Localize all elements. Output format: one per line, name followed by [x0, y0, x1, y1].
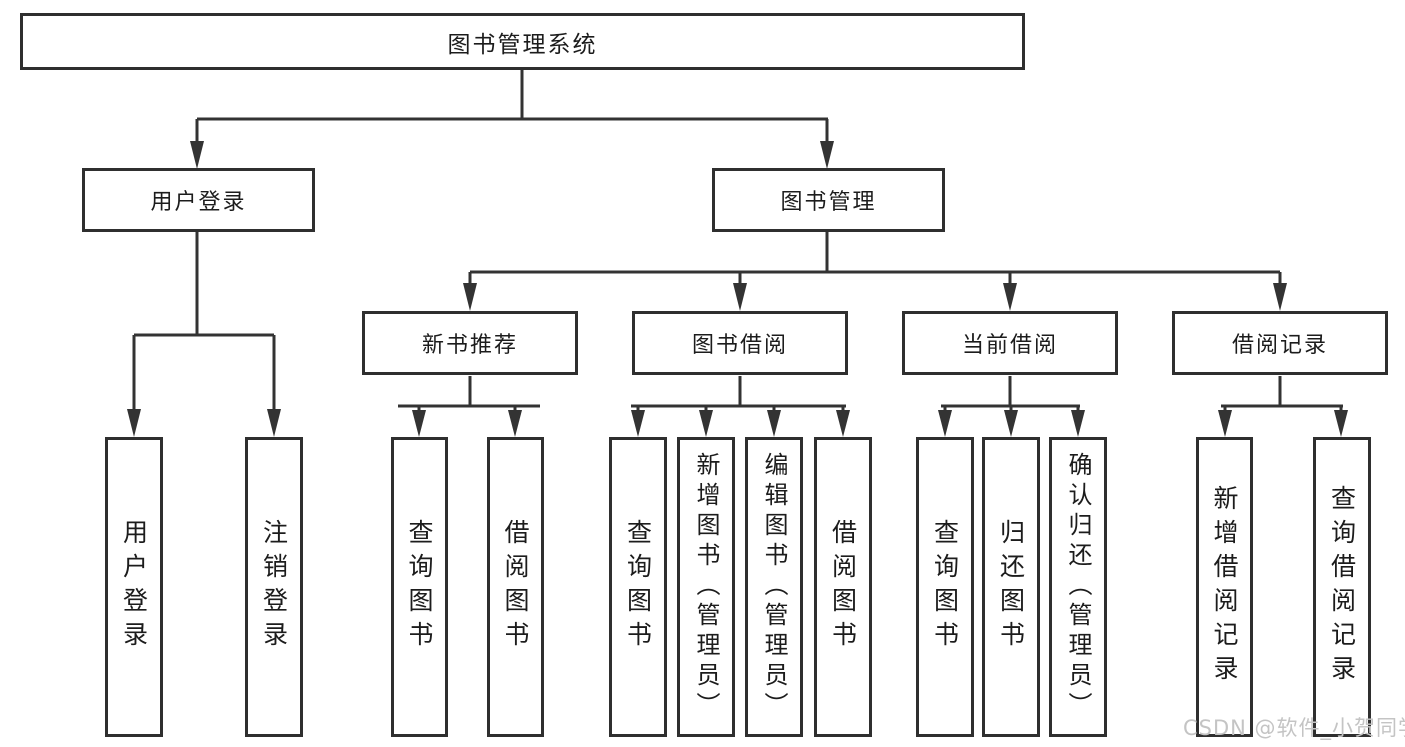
node-new-book-recommend: 新书推荐: [362, 311, 578, 375]
node-library-management-system: 图书管理系统: [20, 13, 1025, 70]
node-label: 查询借阅记录: [1327, 485, 1357, 689]
node-label: 查询图书: [930, 519, 960, 655]
node-current-borrow: 当前借阅: [902, 311, 1118, 375]
leaf-user-login: 用户登录: [105, 437, 163, 737]
node-label: 新增图书（管理员）: [692, 452, 720, 722]
node-label: 用户登录: [150, 190, 247, 215]
leaf-add-books-admin: 新增图书（管理员）: [677, 437, 735, 737]
leaf-return-books: 归还图书: [982, 437, 1040, 737]
node-label: 借阅记录: [1231, 333, 1328, 358]
node-label: 图书借阅: [691, 333, 788, 358]
leaf-query-books-current: 查询图书: [916, 437, 974, 737]
node-book-management: 图书管理: [712, 168, 945, 232]
node-user-login: 用户登录: [82, 168, 315, 232]
node-label: 注销登录: [259, 519, 289, 655]
node-label: 当前借阅: [961, 333, 1058, 358]
leaf-borrow-books-recommend: 借阅图书: [487, 437, 544, 737]
leaf-edit-books-admin: 编辑图书（管理员）: [745, 437, 803, 737]
csdn-watermark: CSDN @软件_小贺同学: [1183, 716, 1405, 740]
leaf-logout: 注销登录: [245, 437, 303, 737]
node-label: 查询图书: [405, 519, 434, 655]
leaf-query-borrow-record: 查询借阅记录: [1313, 437, 1371, 737]
node-label: 确认归还（管理员）: [1064, 452, 1092, 722]
node-label: 查询图书: [623, 519, 653, 655]
node-label: 图书管理系统: [447, 31, 598, 58]
node-label: 新书推荐: [421, 333, 518, 358]
leaf-confirm-return-admin: 确认归还（管理员）: [1049, 437, 1107, 737]
leaf-query-books-recommend: 查询图书: [391, 437, 448, 737]
node-label: 编辑图书（管理员）: [760, 452, 788, 722]
node-label: 归还图书: [996, 519, 1026, 655]
leaf-query-books-borrow: 查询图书: [609, 437, 667, 737]
node-label: 新增借阅记录: [1210, 485, 1239, 689]
node-book-borrow: 图书借阅: [632, 311, 848, 375]
leaf-add-borrow-record: 新增借阅记录: [1196, 437, 1253, 737]
node-borrow-records: 借阅记录: [1172, 311, 1388, 375]
node-label: 借阅图书: [828, 519, 858, 655]
node-label: 借阅图书: [501, 519, 530, 655]
node-label: 图书管理: [780, 190, 877, 215]
leaf-borrow-books: 借阅图书: [814, 437, 872, 737]
node-label: 用户登录: [119, 519, 149, 655]
